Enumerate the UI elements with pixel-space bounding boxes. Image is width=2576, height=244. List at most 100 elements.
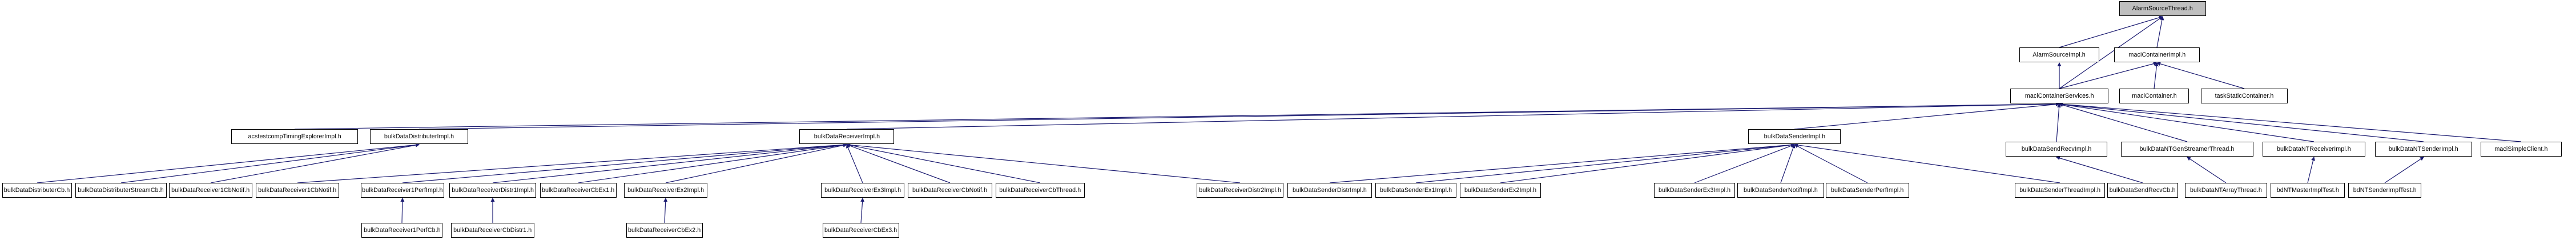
graph-node-label: bulkDataSenderDistrImpl.h [1293, 186, 1367, 194]
graph-edge [492, 143, 847, 183]
graph-node-label: bulkDataReceiverCbThread.h [999, 186, 1081, 194]
graph-node-label: bulkDataSenderNotifImpl.h [1744, 186, 1818, 194]
graph-node[interactable]: bulkDataReceiver1CbNotif.h [256, 183, 339, 198]
graph-node[interactable]: acstestcompTimingExplorerImpl.h [231, 129, 358, 144]
graph-node[interactable]: bulkDataDistributerImpl.h [370, 129, 468, 144]
graph-node-label: bulkDataDistributerImpl.h [384, 133, 454, 140]
graph-node-label: bulkDataReceiver1CbNotif.h [171, 186, 250, 194]
graph-node[interactable]: bulkDataReceiver1PerfCb.h [361, 223, 442, 238]
graph-node[interactable]: bulkDataReceiverCbEx1.h [540, 183, 617, 198]
graph-node-label: bulkDataSenderThreadImpl.h [2019, 186, 2100, 194]
graph-root-node[interactable]: AlarmSourceThread.h [2119, 1, 2206, 16]
graph-node-label: bulkDataDistributerStreamCb.h [78, 186, 164, 194]
graph-node[interactable]: bulkDataDistributerCb.h [2, 183, 72, 198]
graph-edge [1415, 143, 1795, 183]
graph-edge [2056, 103, 2062, 142]
graph-node[interactable]: bulkDataNTSenderImpl.h [2375, 142, 2472, 157]
graph-edge [297, 142, 847, 183]
graph-node[interactable]: bulkDataSenderDistrImpl.h [1287, 183, 1372, 198]
graph-edge [2156, 62, 2245, 89]
graph-node[interactable]: AlarmSourceImpl.h [2019, 47, 2099, 62]
graph-edge [1794, 102, 2060, 130]
graph-edge [402, 143, 847, 183]
graph-node[interactable]: bdNTSenderImplTest.h [2348, 183, 2421, 198]
graph-node[interactable]: maciContainer.h [2119, 89, 2189, 103]
graph-node[interactable]: bulkDataReceiverDistr1Impl.h [449, 183, 536, 198]
graph-node[interactable]: maciContainerServices.h [2010, 89, 2108, 103]
graph-edge [846, 143, 1241, 183]
graph-edge [210, 143, 420, 183]
graph-node[interactable]: bulkDataReceiver1CbNotif.h [169, 183, 252, 198]
graph-edge [1694, 143, 1795, 183]
graph-node-label: bulkDataDistributerCb.h [4, 186, 70, 194]
graph-node-label: bulkDataReceiver1CbNotif.h [258, 186, 337, 194]
graph-node[interactable]: bulkDataReceiverDistr2Impl.h [1197, 183, 1283, 198]
graph-edge [2059, 15, 2163, 48]
graph-node[interactable]: bulkDataReceiverCbThread.h [996, 183, 1085, 198]
graph-edge [663, 198, 668, 223]
graph-node-label: bulkDataReceiverCbDistr1.h [453, 226, 532, 234]
graph-node[interactable]: bulkDataNTGenStreamerThread.h [2121, 142, 2253, 157]
graph-edge [665, 143, 847, 183]
graph-node[interactable]: bulkDataReceiverCbEx2.h [626, 223, 703, 238]
graph-node-label: bulkDataReceiverEx2Impl.h [627, 186, 705, 194]
graph-node[interactable]: bulkDataSenderEx3Impl.h [1654, 183, 1735, 198]
graph-edge [1329, 143, 1795, 183]
graph-node-label: maciContainerImpl.h [2128, 51, 2185, 58]
graph-node-label: bulkDataReceiverDistr2Impl.h [1199, 186, 1281, 194]
graph-node[interactable]: bulkDataReceiverCbEx3.h [823, 223, 899, 238]
graph-node-label: bulkDataSenderEx1Impl.h [1379, 186, 1452, 194]
graph-node[interactable]: bulkDataReceiverEx3Impl.h [821, 183, 904, 198]
graph-edge [2307, 157, 2315, 183]
graph-edge [846, 144, 863, 183]
graph-edge [2384, 157, 2424, 183]
graph-node-label: maciSimpleClient.h [2494, 145, 2548, 153]
graph-edge [578, 143, 847, 183]
graph-node[interactable]: bulkDataSenderNotifImpl.h [1737, 183, 1824, 198]
graph-node-label: bdNTSenderImplTest.h [2353, 186, 2417, 194]
graph-node[interactable]: bulkDataDistributerStreamCb.h [75, 183, 167, 198]
graph-node[interactable]: bulkDataSenderImpl.h [1748, 129, 1841, 144]
graph-node[interactable]: bulkDataReceiverCbNotif.h [908, 183, 992, 198]
graph-node-label: bulkDataSenderImpl.h [1764, 133, 1825, 140]
graph-node-label: bulkDataSenderPerfImpl.h [1831, 186, 1904, 194]
graph-node[interactable]: bulkDataReceiver1PerfImpl.h [361, 183, 444, 198]
graph-node-label: AlarmSourceThread.h [2132, 5, 2193, 12]
graph-node[interactable]: maciSimpleClient.h [2481, 142, 2562, 157]
graph-node-label: bulkDataNTReceiverImpl.h [2277, 145, 2351, 153]
graph-edge [120, 143, 420, 183]
graph-node-label: bulkDataSenderEx2Impl.h [1464, 186, 1537, 194]
graph-node-label: bulkDataNTGenStreamerThread.h [2140, 145, 2235, 153]
graph-node[interactable]: bulkDataSenderPerfImpl.h [1826, 183, 1909, 198]
graph-edge [2156, 16, 2164, 48]
graph-edge [2154, 62, 2159, 89]
graph-edge [2059, 102, 2315, 142]
graph-edge [37, 143, 420, 183]
graph-node[interactable]: bulkDataSendRecvImpl.h [2006, 142, 2107, 157]
graph-edge [2059, 102, 2424, 142]
graph-edge [846, 143, 951, 183]
graph-node[interactable]: bulkDataReceiverCbDistr1.h [451, 223, 534, 238]
graph-node[interactable]: bulkDataSenderEx2Impl.h [1460, 183, 1541, 198]
graph-edge [846, 102, 2060, 130]
graph-node-label: bulkDataReceiverCbEx1.h [542, 186, 615, 194]
graph-node-label: maciContainer.h [2131, 92, 2177, 99]
graph-node-label: bulkDataNTArrayThread.h [2190, 186, 2262, 194]
graph-edge [2187, 157, 2227, 183]
graph-node-label: bdNTMasterImplTest.h [2276, 186, 2339, 194]
graph-node-label: maciContainerServices.h [2024, 92, 2094, 99]
graph-node[interactable]: maciContainerImpl.h [2114, 47, 2200, 62]
graph-node[interactable]: bulkDataReceiverEx2Impl.h [624, 183, 707, 198]
graph-node[interactable]: bulkDataSenderThreadImpl.h [2015, 183, 2105, 198]
graph-node[interactable]: bulkDataNTReceiverImpl.h [2263, 142, 2365, 157]
graph-node[interactable]: bulkDataNTArrayThread.h [2185, 183, 2267, 198]
graph-node[interactable]: bdNTMasterImplTest.h [2271, 183, 2345, 198]
graph-node[interactable]: bulkDataSenderEx1Impl.h [1375, 183, 1456, 198]
graph-node[interactable]: taskStaticContainer.h [2201, 89, 2288, 103]
graph-node[interactable]: bulkDataSendRecvCb.h [2107, 183, 2178, 198]
graph-node-label: taskStaticContainer.h [2215, 92, 2274, 99]
graph-node[interactable]: bulkDataReceiverImpl.h [799, 129, 894, 144]
graph-edge [1794, 144, 1868, 183]
